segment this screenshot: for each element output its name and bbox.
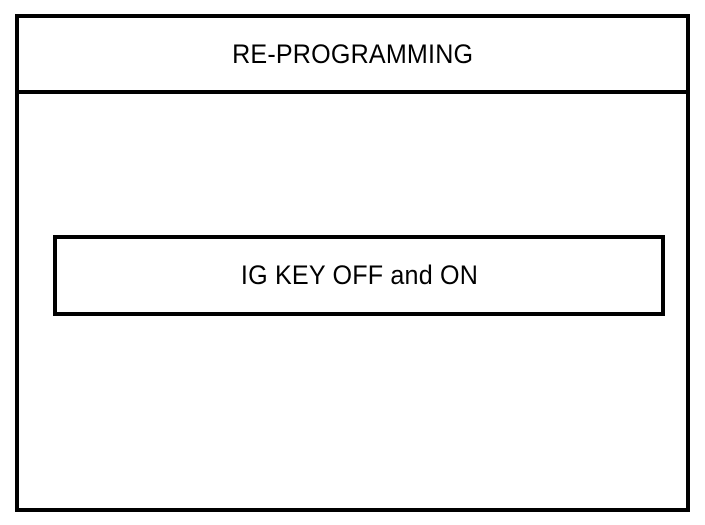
- ig-key-message-label: IG KEY OFF and ON: [240, 260, 478, 290]
- dialog-title: RE-PROGRAMMING: [231, 38, 474, 69]
- ig-key-message-box[interactable]: IG KEY OFF and ON: [53, 235, 665, 316]
- dialog-title-bar: RE-PROGRAMMING: [19, 18, 686, 94]
- reprogramming-dialog: RE-PROGRAMMING IG KEY OFF and ON: [15, 14, 690, 512]
- dialog-body: IG KEY OFF and ON: [19, 94, 686, 508]
